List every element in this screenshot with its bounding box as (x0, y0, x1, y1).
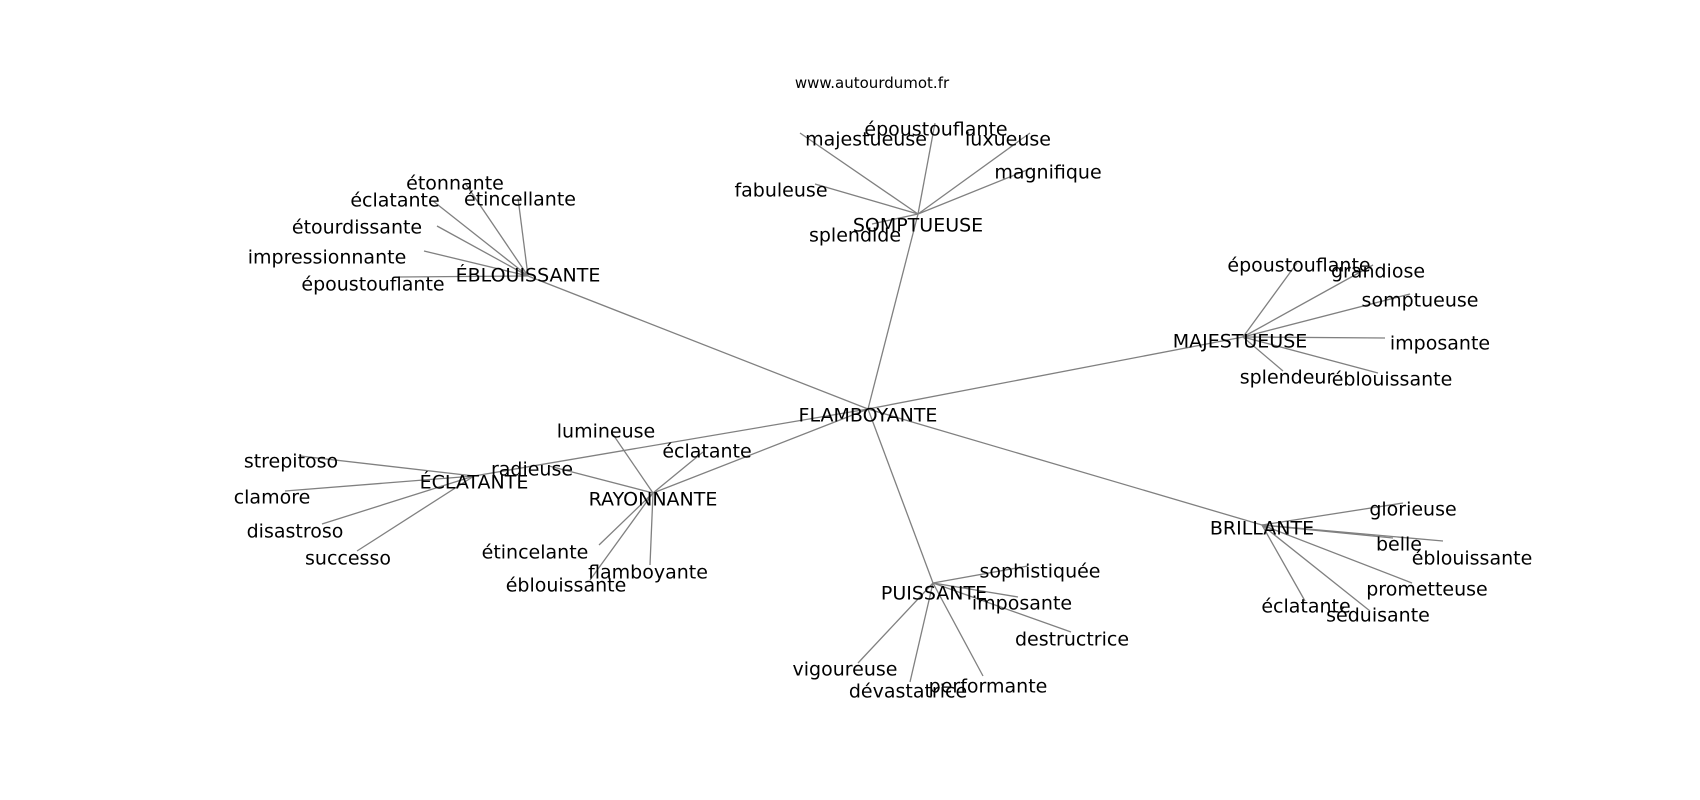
leaf-label: belle (1376, 534, 1422, 556)
leaf-label: majestueuse (805, 129, 927, 151)
edge-rayonnante-leaf (611, 432, 654, 494)
edge-somptueuse-leaf (917, 132, 1031, 215)
edge-rayonnante-leaf (548, 465, 654, 494)
edge-eclatante-leaf (284, 475, 475, 492)
edge-brillante-leaf (1261, 524, 1306, 602)
center-word-label: FLAMBOYANTE (799, 405, 938, 427)
edge-rayonnante-leaf (589, 492, 654, 581)
leaf-label: splendeur (1240, 367, 1335, 389)
leaf-label: éblouissante (1332, 369, 1453, 391)
leaf-label: éclatante (662, 441, 751, 463)
leaf-label: étourdissante (292, 217, 422, 239)
edge-eblouissante-leaf (436, 225, 529, 277)
edge-center-to-brillante (867, 408, 1263, 526)
leaf-label: clamore (234, 487, 311, 509)
edge-center-to-eblouissante (527, 275, 869, 410)
leaf-label: éclatante (1261, 596, 1350, 618)
edge-rayonnante-leaf (652, 451, 704, 494)
edge-puissante-leaf (932, 582, 1019, 598)
edge-center-to-puissante (867, 408, 934, 584)
edge-majestueuse-leaf (1242, 336, 1379, 374)
edge-somptueuse-leaf (799, 132, 919, 215)
edge-rayonnante-leaf (649, 492, 654, 566)
leaf-label: strepitoso (244, 451, 338, 473)
leaf-label: éclatante (350, 190, 439, 212)
hub-label-rayonnante: RAYONNANTE (589, 489, 718, 511)
edge-center-to-majestueuse (867, 336, 1244, 410)
leaf-label: vigoureuse (793, 659, 898, 681)
leaf-label: radieuse (491, 459, 573, 481)
leaf-label: éblouissante (506, 575, 627, 597)
edge-puissante-leaf (932, 582, 1072, 633)
edge-puissante-leaf (857, 582, 934, 664)
leaf-label: prometteuse (1366, 579, 1488, 601)
hub-label-majestueuse: MAJESTUEUSE (1173, 331, 1308, 353)
hub-label-puissante: PUISSANTE (881, 583, 987, 605)
leaf-label: époustouflante (1227, 255, 1370, 277)
edge-puissante-leaf (932, 582, 984, 677)
edge-center-to-eclatante (473, 408, 869, 477)
leaf-label: éblouissante (1412, 548, 1533, 570)
leaf-label: imposante (972, 593, 1072, 615)
leaf-label: dévastatrice (849, 681, 967, 703)
leaf-label: étonnante (406, 173, 504, 195)
edge-center-to-rayonnante (652, 408, 869, 494)
edge-majestueuse-leaf (1242, 262, 1298, 338)
hub-label-somptueuse: SOMPTUEUSE (853, 215, 983, 237)
hub-label-eclatante: ÉCLATANTE (420, 471, 529, 494)
leaf-label: splendide (809, 225, 901, 247)
edge-brillante-leaf (1261, 524, 1444, 542)
edge-brillante-leaf (1261, 524, 1371, 612)
leaf-label: époustouflante (301, 274, 444, 296)
labels-layer: FLAMBOYANTESOMPTUEUSEmajestueuseépoustou… (234, 119, 1533, 703)
leaf-label: étincelante (482, 542, 589, 564)
edge-eblouissante-leaf (423, 250, 529, 277)
edge-somptueuse-leaf (814, 183, 919, 215)
edge-majestueuse-leaf (1242, 293, 1411, 338)
edge-brillante-leaf (1261, 524, 1413, 584)
edge-rayonnante-leaf (598, 492, 654, 546)
leaf-label: sophistiquée (979, 561, 1100, 583)
edge-center-to-somptueuse (867, 213, 919, 410)
leaf-label: grandiose (1331, 261, 1425, 283)
edge-majestueuse-leaf (1242, 336, 1284, 372)
leaf-label: somptueuse (1362, 290, 1479, 312)
edge-eblouissante-leaf (432, 200, 529, 277)
edge-somptueuse-leaf (871, 213, 919, 225)
leaf-label: fabuleuse (734, 180, 827, 202)
edge-puissante-leaf (909, 582, 934, 683)
edge-somptueuse-leaf (917, 122, 936, 215)
hub-label-eblouissante: ÉBLOUISSANTE (456, 264, 601, 287)
leaf-label: glorieuse (1369, 499, 1456, 521)
leaf-label: imposante (1390, 333, 1490, 355)
edge-brillante-leaf (1261, 502, 1404, 526)
edge-majestueuse-leaf (1242, 336, 1386, 339)
leaf-label: magnifique (994, 162, 1101, 184)
leaf-label: destructrice (1015, 629, 1129, 651)
source-label: www.autourdumot.fr (795, 74, 950, 92)
edge-somptueuse-leaf (917, 167, 1033, 215)
hub-label-brillante: BRILLANTE (1210, 518, 1314, 540)
leaf-label: impressionnante (248, 247, 407, 269)
leaf-label: séduisante (1326, 605, 1430, 627)
edge-eblouissante-leaf (517, 197, 529, 277)
edge-majestueuse-leaf (1242, 264, 1374, 338)
edge-eblouissante-leaf (464, 182, 529, 277)
leaf-label: étincellante (464, 189, 576, 211)
leaf-label: performante (929, 676, 1048, 698)
edge-puissante-leaf (932, 565, 1029, 584)
edge-eclatante-leaf (356, 475, 475, 552)
leaf-label: luxueuse (965, 129, 1051, 151)
edges-layer (284, 122, 1444, 683)
leaf-label: époustouflante (864, 119, 1007, 141)
leaf-label: disastroso (247, 521, 344, 543)
edge-eclatante-leaf (299, 455, 475, 477)
leaf-label: lumineuse (557, 421, 655, 443)
leaf-label: successo (305, 548, 391, 570)
leaf-label: flamboyante (588, 562, 708, 584)
edge-eblouissante-leaf (397, 275, 529, 278)
edge-eclatante-leaf (321, 475, 475, 525)
